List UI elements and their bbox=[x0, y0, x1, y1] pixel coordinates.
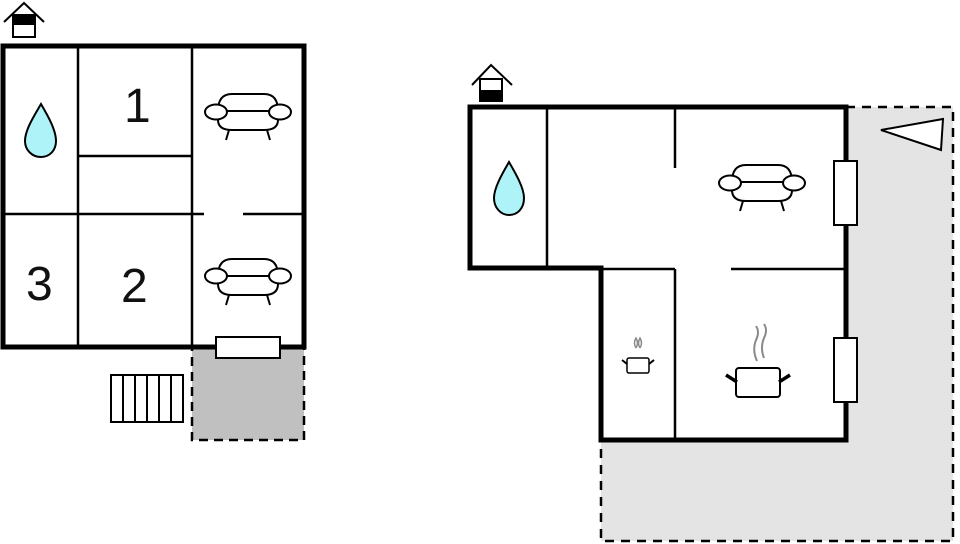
house-entrance-icon bbox=[3, 1, 45, 38]
room-label-1: 1 bbox=[124, 80, 151, 133]
water-drop-icon bbox=[23, 102, 58, 159]
window-icon bbox=[833, 337, 858, 403]
left-terrace bbox=[190, 346, 306, 442]
sofa-icon bbox=[204, 93, 292, 141]
right-terrace bbox=[601, 107, 953, 541]
room-label-2: 2 bbox=[121, 260, 148, 313]
direction-triangle-icon bbox=[880, 117, 945, 152]
left-floor-plan: 1 2 3 bbox=[0, 1, 307, 442]
right-terrace-border bbox=[599, 105, 955, 543]
house-entrance-icon bbox=[471, 63, 513, 102]
window-icon bbox=[833, 160, 858, 226]
sofa-icon bbox=[204, 258, 292, 306]
right-outer-wall bbox=[467, 104, 849, 443]
right-floor-plan bbox=[467, 63, 955, 543]
window-icon bbox=[215, 336, 281, 359]
water-drop-icon bbox=[492, 160, 526, 217]
sofa-icon bbox=[718, 164, 806, 212]
cooking-pot-icon bbox=[621, 336, 655, 374]
room-label-3: 3 bbox=[26, 258, 53, 311]
stairs-icon bbox=[110, 374, 184, 423]
cooking-pot-icon bbox=[725, 323, 791, 398]
